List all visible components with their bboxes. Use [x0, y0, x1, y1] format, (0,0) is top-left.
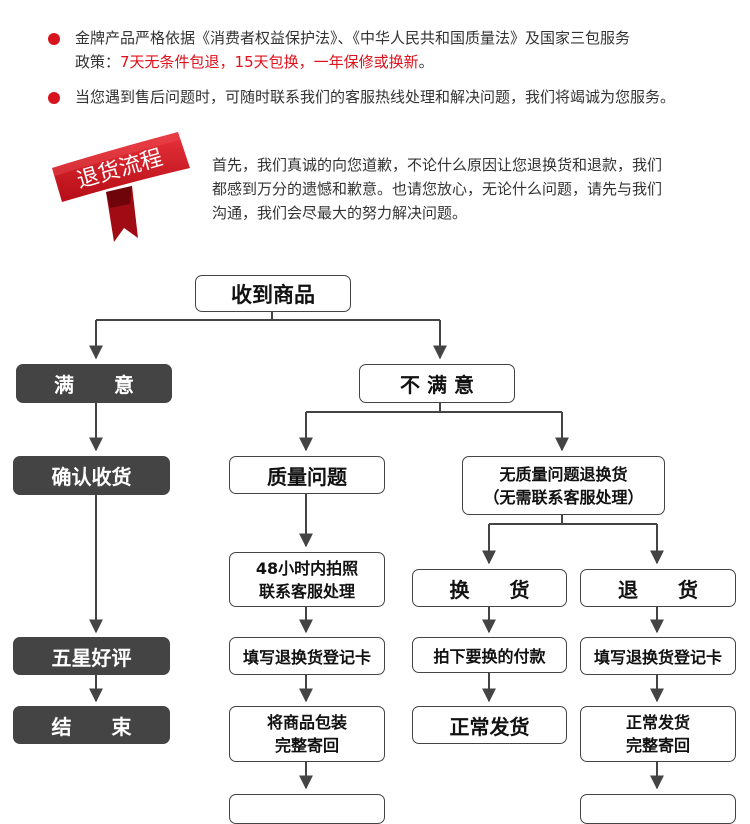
step-normal-shipping: 正常发货 — [412, 706, 567, 744]
step-return: 退 货 — [580, 569, 736, 607]
step-order-replacement: 拍下要换的付款 — [412, 637, 567, 673]
step-partial-box — [229, 794, 385, 824]
step-received: 收到商品 — [195, 275, 351, 312]
step-end: 结 束 — [13, 706, 170, 744]
step-satisfied: 满 意 — [16, 364, 172, 403]
step-return-ship-back: 正常发货 完整寄回 — [580, 706, 736, 762]
step-pack-and-ship-back: 将商品包装 完整寄回 — [229, 706, 385, 762]
step-photo-contact-service: 48小时内拍照 联系客服处理 — [229, 552, 385, 607]
step-fill-return-card: 填写退换货登记卡 — [229, 637, 385, 675]
step-partial-box — [580, 794, 736, 824]
step-five-star-review: 五星好评 — [13, 637, 170, 675]
step-return-fill-card: 填写退换货登记卡 — [580, 637, 736, 675]
step-confirm-receipt: 确认收货 — [13, 456, 170, 495]
step-unsatisfied: 不 满 意 — [359, 364, 515, 403]
step-exchange: 换 货 — [412, 569, 567, 607]
step-no-quality-issue: 无质量问题退换货 （无需联系客服处理） — [462, 456, 665, 515]
step-quality-issue: 质量问题 — [229, 456, 385, 494]
